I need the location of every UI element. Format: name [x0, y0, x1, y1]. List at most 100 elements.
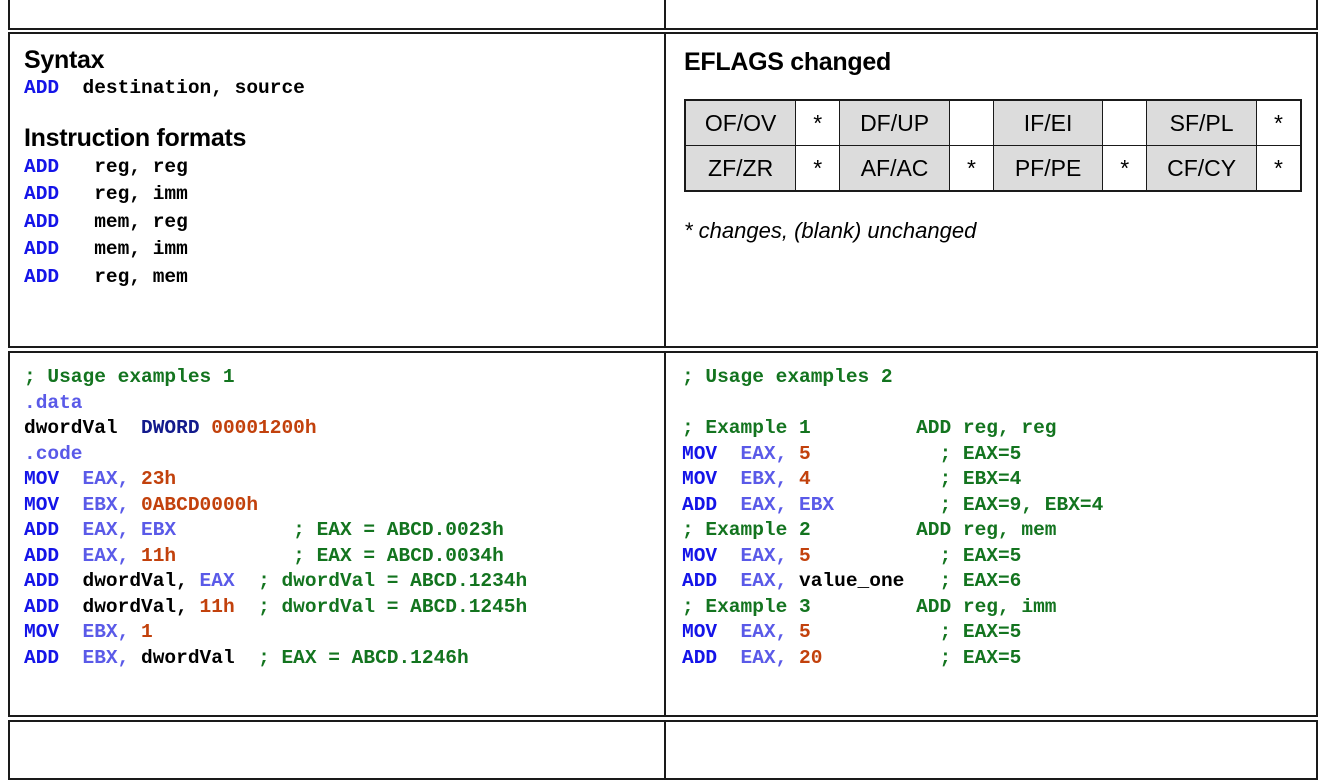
form-note: ADD reg, imm	[916, 595, 1057, 618]
usage-examples-row: ; Usage examples 1 .data dwordVal DWORD …	[8, 351, 1318, 717]
mnemonic: MOV	[682, 468, 718, 490]
sp	[129, 545, 141, 567]
mnemonic: MOV	[24, 493, 60, 516]
top-partial-row	[8, 0, 1318, 30]
mnemonic: MOV	[682, 442, 718, 465]
sp	[176, 545, 293, 567]
format-mnemonic: ADD	[24, 210, 60, 233]
code-line: ; Usage examples 1	[24, 366, 235, 388]
top-row-left-cell	[10, 0, 666, 28]
sp	[787, 494, 799, 516]
format-mnemonic: ADD	[24, 238, 60, 260]
operand-src: EBX	[141, 519, 177, 541]
sp	[59, 468, 82, 490]
syntax-heading: Syntax	[24, 46, 105, 74]
flag-label: DF/UP	[839, 99, 950, 146]
eflags-legend: * changes, (blank) unchanged	[684, 218, 977, 243]
code-line: .data	[24, 391, 83, 414]
code-comment: ; dwordVal = ABCD.1234h	[258, 570, 528, 592]
sp	[717, 647, 740, 669]
code-comment: ; EAX = ABCD.0034h	[293, 544, 504, 567]
code-line: MOV EAX, 5 ; EAX=5	[682, 620, 1316, 646]
format-operands: reg, mem	[94, 265, 188, 288]
flag-value: *	[1102, 145, 1148, 192]
literal-value: 00001200h	[211, 417, 317, 439]
code-comment: ; EBX=4	[939, 468, 1022, 490]
mnemonic: ADD	[682, 493, 718, 516]
sp	[787, 443, 799, 465]
operand-src: 11h	[141, 544, 177, 567]
syntax-mnemonic: ADD	[24, 77, 60, 99]
operand-dst: dwordVal,	[82, 595, 188, 618]
code-comment: ; EAX=5	[939, 544, 1022, 567]
sp	[188, 596, 200, 618]
instruction-formats-list: ADD reg, reg ADD reg, imm ADD mem, reg A…	[24, 154, 650, 292]
code-line: .code	[24, 442, 83, 465]
code-line: ; Usage examples 2	[682, 366, 893, 388]
sp	[200, 417, 212, 439]
sp	[811, 545, 940, 567]
code-line: ADD EAX, 11h ; EAX = ABCD.0034h	[24, 544, 664, 570]
sp	[59, 494, 82, 516]
flag-value: *	[948, 145, 994, 192]
format-spacer	[59, 211, 94, 233]
format-spacer	[59, 266, 94, 288]
bottom-row-right-cell	[666, 722, 1316, 778]
mnemonic: MOV	[24, 621, 60, 643]
sp	[59, 621, 82, 643]
code-line: ADD dwordVal, 11h ; dwordVal = ABCD.1245…	[24, 595, 664, 621]
type-keyword: DWORD	[141, 417, 200, 439]
operand-dst: EBX,	[740, 468, 788, 490]
code-comment: ; EAX=5	[939, 646, 1022, 669]
code-line: ADD EAX, value_one ; EAX=6	[682, 569, 1316, 595]
flag-label: CF/CY	[1146, 145, 1257, 192]
code-line: ; Example 1 ADD reg, reg	[682, 416, 1316, 442]
code-comment: ; EAX = ABCD.1246h	[258, 646, 469, 669]
usage-examples-1-cell: ; Usage examples 1 .data dwordVal DWORD …	[10, 353, 666, 715]
sp	[717, 621, 740, 643]
operand-src: EBX	[799, 493, 835, 516]
sp	[188, 570, 200, 592]
flag-value: *	[1256, 145, 1302, 192]
sp	[129, 621, 141, 643]
syntax-spacer	[59, 77, 82, 99]
section-gap	[24, 102, 650, 124]
flag-label: AF/AC	[839, 145, 950, 192]
format-row: ADD mem, reg	[24, 209, 650, 237]
format-row: ADD mem, imm	[24, 236, 650, 264]
code-line: MOV EAX, 5 ; EAX=5	[682, 544, 1316, 570]
code-line: dwordVal DWORD 00001200h	[24, 416, 664, 442]
operand-dst: EAX,	[740, 646, 788, 669]
operand-dst: dwordVal,	[82, 570, 188, 592]
bottom-partial-row	[8, 720, 1318, 780]
sp	[834, 494, 939, 516]
flag-label: OF/OV	[684, 99, 797, 146]
sp	[129, 647, 141, 669]
format-operands: mem, imm	[94, 238, 188, 260]
mnemonic: MOV	[682, 544, 718, 567]
mnemonic: MOV	[24, 468, 60, 490]
sp	[118, 417, 141, 439]
sp	[235, 570, 258, 592]
operand-src: 0ABCD0000h	[141, 493, 259, 516]
sp	[235, 647, 258, 669]
syntax-cell: Syntax ADD destination, source Instructi…	[10, 34, 666, 346]
code-comment: ; dwordVal = ABCD.1245h	[258, 595, 528, 618]
format-mnemonic: ADD	[24, 265, 60, 288]
format-spacer	[59, 183, 94, 205]
instruction-formats-heading: Instruction formats	[24, 123, 247, 152]
operand-src: 1	[141, 621, 153, 643]
sp	[59, 596, 82, 618]
bottom-row-left-cell	[10, 722, 666, 778]
sp	[59, 570, 82, 592]
code-comment: ; Example 2	[682, 519, 811, 541]
operand-src: value_one	[799, 570, 905, 592]
format-row: ADD reg, imm	[24, 181, 650, 209]
sp	[811, 519, 916, 541]
mnemonic: ADD	[682, 646, 718, 669]
eflags-heading: EFLAGS changed	[684, 48, 891, 76]
sp	[822, 647, 939, 669]
operand-src: 5	[799, 442, 811, 465]
sp	[787, 545, 799, 567]
code-line: ADD dwordVal, EAX ; dwordVal = ABCD.1234…	[24, 569, 664, 595]
